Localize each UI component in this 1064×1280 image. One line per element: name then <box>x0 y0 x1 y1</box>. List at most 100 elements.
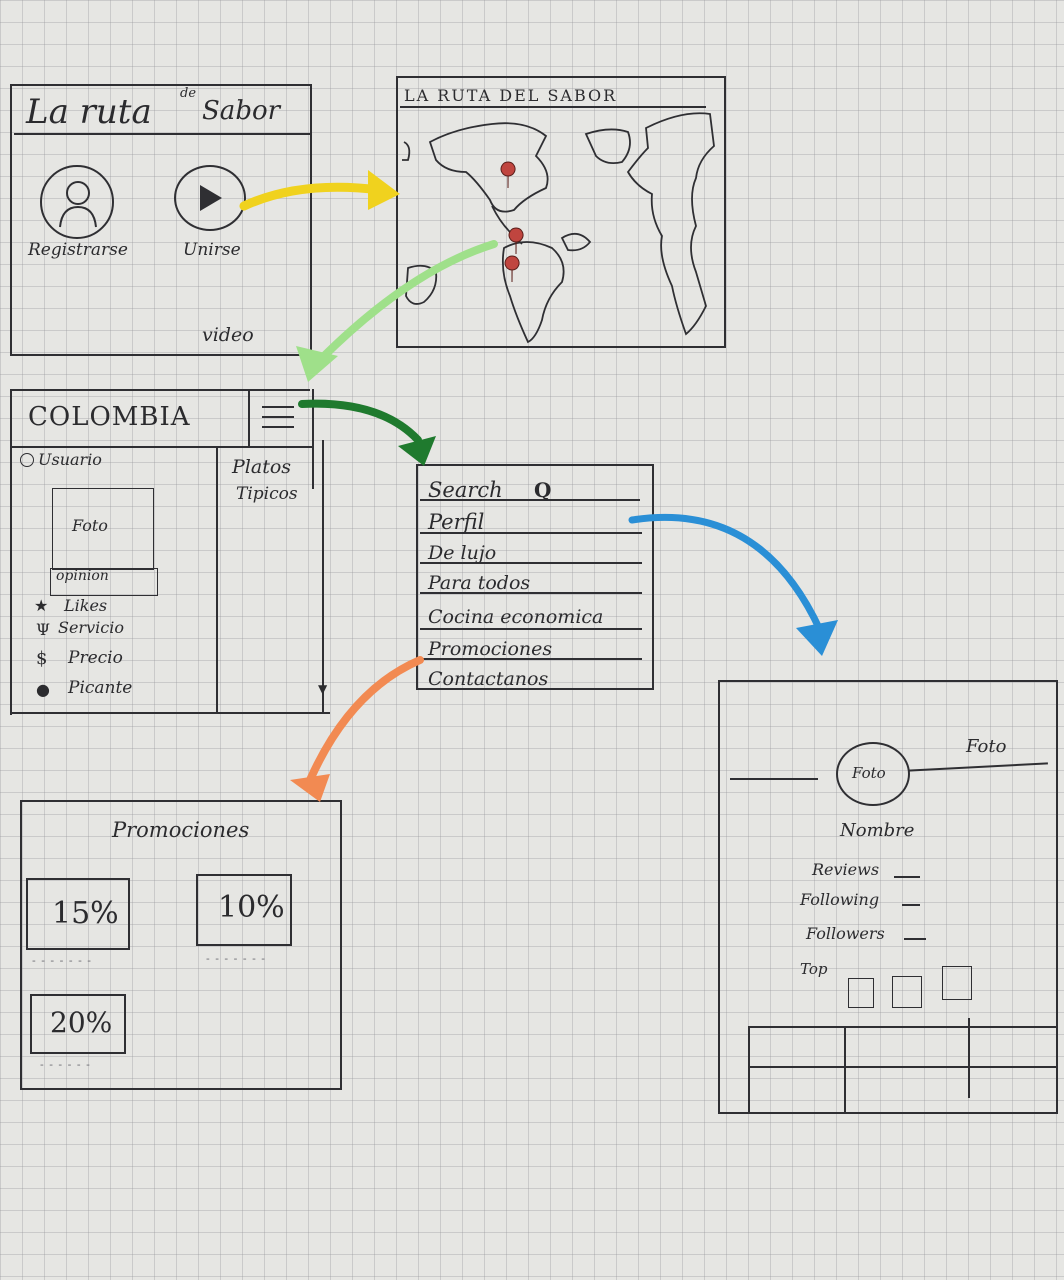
sidebar-title-line1[interactable]: Platos <box>232 456 292 478</box>
user-label[interactable]: Usuario <box>38 450 102 469</box>
top-label: Top <box>800 960 828 978</box>
search-icon[interactable]: Q <box>534 478 552 502</box>
menu-panel <box>416 464 654 690</box>
promo-caption-dots: - - - - - - - <box>32 954 92 967</box>
avatar[interactable] <box>836 742 910 806</box>
profile-name: Nombre <box>840 820 915 841</box>
hamburger-menu-icon[interactable] <box>262 404 296 430</box>
dollar-icon: $ <box>36 648 48 669</box>
register-label: Registrarse <box>28 240 128 260</box>
map-title: LA RUTA DEL SABOR <box>404 86 618 105</box>
tabbar-top-line <box>748 1026 1056 1028</box>
promo-value-20: 20% <box>50 1006 113 1039</box>
register-button[interactable] <box>40 165 114 239</box>
home-title-part1: La ruta <box>26 92 152 132</box>
country-right-border <box>322 440 324 712</box>
chili-icon: ● <box>36 680 50 699</box>
country-header-divider <box>12 446 312 448</box>
arrow-dark-green <box>298 399 422 444</box>
menu-divider-4 <box>420 628 642 630</box>
home-screen <box>10 84 312 356</box>
menu-button-divider <box>248 389 250 447</box>
user-icon <box>59 181 97 228</box>
stat-value-following <box>902 904 920 906</box>
menu-item-perfil[interactable]: Perfil <box>428 510 485 534</box>
user-circle-icon <box>20 453 34 467</box>
promo-card-15[interactable] <box>26 878 130 950</box>
profile-inner-left <box>748 1026 750 1114</box>
stat-following: Following <box>800 890 880 909</box>
promo-caption-dots: - - - - - - <box>40 1058 91 1071</box>
map-screen <box>396 76 726 348</box>
stat-value-reviews <box>894 876 920 878</box>
rating-label-likes: Likes <box>64 596 108 615</box>
arrow-yellow <box>239 182 385 211</box>
tabbar-divider-2 <box>968 1018 970 1098</box>
map-pin-icon <box>508 227 524 255</box>
home-title-small: de <box>180 86 197 101</box>
promo-caption-dots: - - - - - - - <box>206 952 266 965</box>
opinion-field[interactable] <box>50 568 158 596</box>
menu-item-de-lujo[interactable]: De lujo <box>428 542 497 564</box>
top-item-2[interactable] <box>892 976 922 1008</box>
menu-item-cocina-economica[interactable]: Cocina economica <box>428 606 604 628</box>
menu-divider-3 <box>420 592 642 594</box>
country-title: COLOMBIA <box>28 402 191 432</box>
join-button[interactable] <box>174 165 246 231</box>
top-item-1[interactable] <box>848 978 874 1008</box>
photo-label: Foto <box>72 516 108 535</box>
opinion-label: opinion <box>56 568 109 584</box>
photo-placeholder <box>52 488 154 570</box>
country-top-border <box>10 389 310 391</box>
arrow-orange-head <box>290 774 330 802</box>
promo-card-10[interactable] <box>196 874 292 946</box>
menu-divider-1 <box>420 532 642 534</box>
sidebar-title-line2[interactable]: Tipicos <box>236 484 298 504</box>
menu-item-promociones[interactable]: Promociones <box>428 638 553 660</box>
rating-label-servicio: Servicio <box>58 618 124 637</box>
video-label[interactable]: video <box>202 324 254 346</box>
menu-search-divider <box>420 499 640 501</box>
map-pin-icon <box>504 255 520 283</box>
stat-value-followers <box>904 938 926 940</box>
promo-value-15: 15% <box>52 896 119 931</box>
cover-photo-label[interactable]: Foto <box>966 736 1007 757</box>
promo-card-20[interactable] <box>30 994 126 1054</box>
menu-item-contactanos[interactable]: Contactanos <box>428 668 549 690</box>
arrow-orange <box>306 656 424 784</box>
cutlery-icon: Ψ <box>36 620 51 639</box>
top-item-3[interactable] <box>942 966 972 1000</box>
rating-label-precio: Precio <box>68 648 123 668</box>
country-left-border <box>10 389 12 715</box>
arrow-yellow-head <box>368 170 400 210</box>
map-header-divider <box>400 106 706 108</box>
search-input[interactable]: Search <box>428 478 503 502</box>
arrow-dark-green-head <box>398 436 436 466</box>
menu-divider-2 <box>420 562 642 564</box>
tabbar-mid-line <box>748 1066 1056 1068</box>
world-map[interactable] <box>396 76 726 348</box>
profile-screen <box>718 680 1058 1114</box>
menu-item-para-todos[interactable]: Para todos <box>428 572 531 594</box>
menu-divider-5 <box>420 658 642 660</box>
country-bottom-border <box>12 712 330 714</box>
arrow-blue-head <box>796 620 838 656</box>
join-label: Unirse <box>183 240 241 260</box>
stat-followers: Followers <box>806 924 885 943</box>
sidebar-divider <box>216 448 218 712</box>
map-pin-icon <box>500 161 516 189</box>
arrow-light-green <box>316 240 498 364</box>
scroll-down-icon[interactable]: ▼ <box>318 682 328 696</box>
star-icon: ★ <box>34 596 49 615</box>
promos-title: Promociones <box>112 818 250 842</box>
play-icon <box>200 185 222 211</box>
tabbar-divider-1 <box>844 1026 846 1114</box>
stat-reviews: Reviews <box>812 860 880 879</box>
promos-screen <box>20 800 342 1090</box>
home-header-divider <box>14 133 310 135</box>
arrow-light-green-head <box>296 346 338 382</box>
rating-label-picante: Picante <box>68 678 133 698</box>
arrow-blue <box>628 513 824 634</box>
promo-value-10: 10% <box>218 890 285 925</box>
